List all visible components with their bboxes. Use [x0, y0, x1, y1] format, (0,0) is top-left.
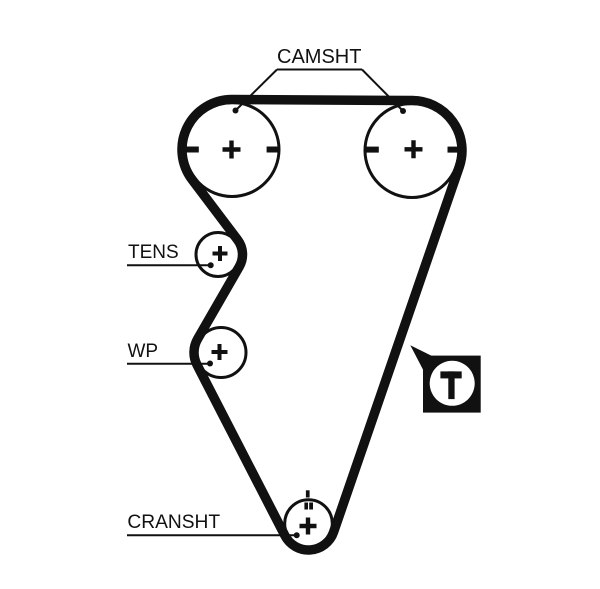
svg-text:CAMSHT: CAMSHT — [277, 46, 361, 68]
svg-text:TENS: TENS — [128, 242, 179, 263]
svg-text:CRANSHT: CRANSHT — [127, 512, 220, 533]
svg-text:WP: WP — [128, 341, 159, 362]
